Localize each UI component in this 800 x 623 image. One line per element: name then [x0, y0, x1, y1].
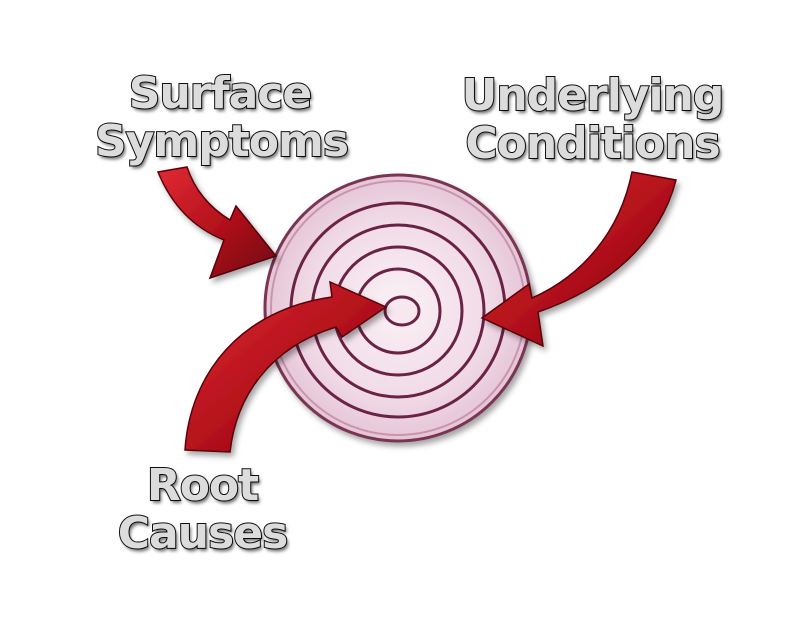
root-causes-label: Root Causes [100, 460, 305, 559]
underlying-conditions-label: Underlying Conditions [455, 70, 730, 169]
surface-symptoms-arrow-icon [156, 166, 278, 280]
underlying-conditions-line2: Conditions [464, 118, 721, 169]
surface-symptoms-label: Surface Symptoms [94, 68, 350, 167]
root-causes-line2: Causes [117, 508, 290, 559]
onion-slice-icon [263, 173, 533, 443]
root-causes-line1: Root [146, 460, 260, 511]
onion-core [383, 295, 421, 327]
surface-symptoms-line1: Surface [128, 68, 313, 119]
surface-symptoms-line2: Symptoms [94, 116, 350, 167]
underlying-conditions-arrow-icon [480, 171, 677, 348]
root-causes-arrow-icon [184, 280, 388, 453]
underlying-conditions-line1: Underlying [461, 70, 726, 121]
